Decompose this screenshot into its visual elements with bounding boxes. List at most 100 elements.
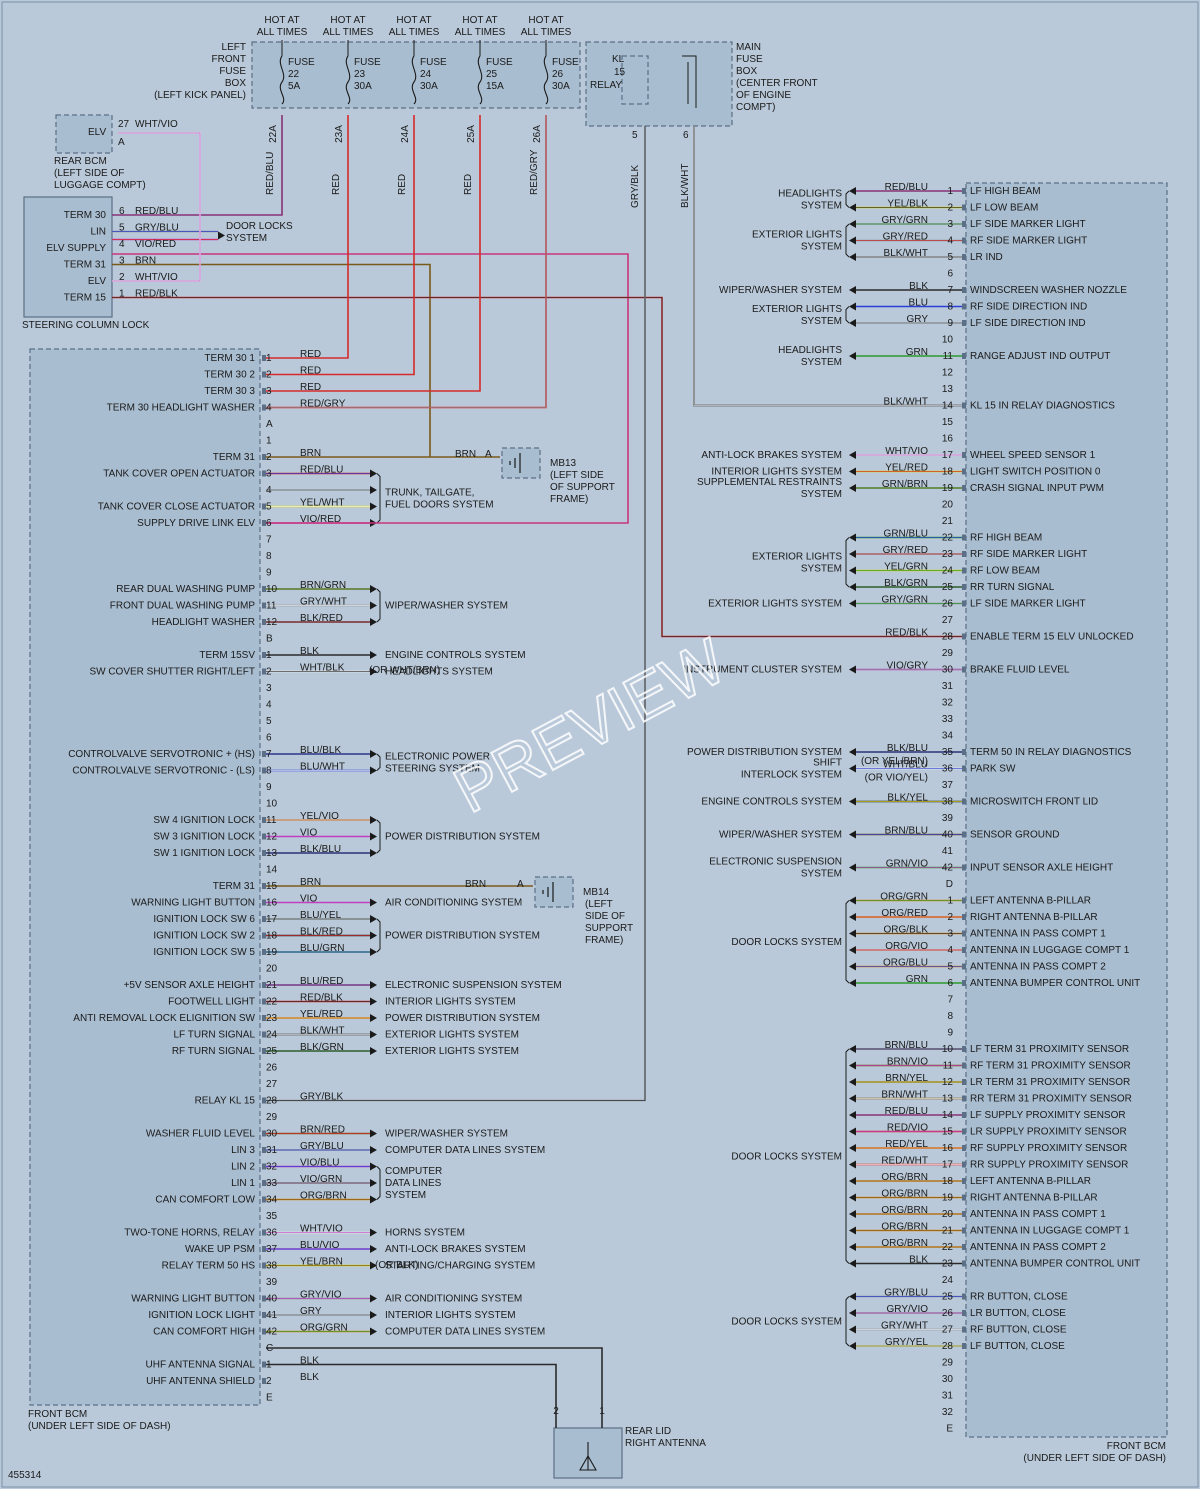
left-pin-number: 17: [266, 914, 278, 925]
left-pin-name: RF TURN SIGNAL: [172, 1046, 256, 1057]
left-system-label: COMPUTER: [385, 1166, 442, 1177]
right-pin-stub: [962, 897, 966, 904]
right-pin-stub: [962, 1194, 966, 1201]
left-wire-color: BRN: [300, 877, 321, 888]
right-wire-color: GRN/VIO: [886, 859, 928, 870]
left-pin-number: 15: [266, 881, 278, 892]
left-system-arrow: [370, 1030, 377, 1039]
left-system-arrow: [370, 948, 377, 956]
wires-layer: [112, 40, 966, 1471]
left-system-arrow: [370, 1245, 377, 1253]
right-pin-name: WHEEL SPEED SENSOR 1: [970, 450, 1096, 461]
right-wire-color: ORG/BRN: [881, 1172, 928, 1183]
left-pin-name: RELAY TERM 50 HS: [162, 1261, 256, 1272]
fuse-hot-label: ALL TIMES: [521, 27, 572, 38]
left-wire-color: VIO: [300, 828, 317, 839]
right-wire-color: BLK/GRN: [884, 578, 928, 589]
right-pin-number: 32: [942, 1407, 954, 1418]
right-pin-name: LR BUTTON, CLOSE: [970, 1308, 1066, 1319]
right-pin-name: LEFT ANTENNA B-PILLAR: [970, 1176, 1091, 1187]
left-pin-stub: [262, 1163, 266, 1170]
door-locks-arrow: [218, 231, 225, 240]
left-pin-name: SW 1 IGNITION LOCK: [153, 848, 255, 859]
fuse-rating-label: 26: [552, 69, 564, 80]
rear-bcm-label-3: LUGGAGE COMPT): [54, 180, 146, 191]
right-system-arrow: [849, 253, 856, 261]
right-system-arrow: [849, 1144, 856, 1152]
right-pin-stub: [962, 947, 966, 953]
right-system-arrow: [849, 1226, 856, 1235]
right-pin-number: 5: [947, 962, 953, 973]
left-system-bracket: [376, 819, 381, 854]
fuse-element: [279, 55, 285, 105]
right-pin-name: ANTENNA IN PASS COMPT 2: [970, 1242, 1106, 1253]
right-pin-number: 20: [942, 1209, 954, 1220]
right-pin-number: 19: [942, 1193, 954, 1204]
right-system-arrow: [849, 302, 856, 311]
ground-mb13-symbol: [509, 453, 521, 473]
right-wire-color: BLK: [909, 281, 928, 292]
left-pin-number: 9: [266, 782, 272, 793]
right-wire-color: GRN/BLU: [884, 529, 928, 540]
right-pin-number: 20: [942, 500, 954, 511]
right-pin-name: LIGHT SWITCH POSITION 0: [970, 467, 1101, 478]
right-pin-name: RF LOW BEAM: [970, 566, 1040, 577]
left-pin-name: FOOTWELL LIGHT: [168, 997, 255, 1008]
right-pin-stub: [962, 798, 966, 805]
left-pin-number: A: [266, 419, 273, 430]
right-wire-color: RED/YEL: [885, 1139, 928, 1150]
left-pin-name: TERM 15SV: [199, 650, 255, 661]
right-pin-number: 6: [947, 269, 953, 280]
right-wire-color: GRY/WHT: [881, 1321, 928, 1332]
left-pin-name: TERM 30 3: [204, 386, 255, 397]
right-system-label: ELECTRONIC SUSPENSION: [709, 857, 842, 868]
right-system-arrow: [849, 913, 856, 921]
right-wire-color: ORG/RED: [881, 908, 928, 919]
left-pin-name: IGNITION LOCK SW 2: [153, 931, 255, 942]
left-wire-color: GRY/VIO: [300, 1290, 342, 1301]
steering-lock-pin-number: 1: [119, 289, 125, 300]
right-pin-name: ANTENNA IN PASS COMPT 2: [970, 962, 1106, 973]
right-pin-stub: [962, 567, 966, 574]
right-pin-number: 24: [942, 566, 954, 577]
right-system-arrow: [849, 946, 856, 954]
right-system-label: SHIFT: [813, 758, 842, 769]
fuse-rating-label: 30A: [354, 81, 372, 92]
right-pin-number: 28: [942, 1341, 954, 1352]
right-pin-number: 31: [942, 681, 954, 692]
left-pin-stub: [262, 998, 266, 1005]
left-pin-stub: [262, 1361, 266, 1368]
right-wire-color: YEL/RED: [885, 463, 928, 474]
left-pin-stub: [262, 1378, 266, 1384]
mb14-loc-1: (LEFT: [585, 899, 613, 910]
right-pin-number: 2: [947, 912, 953, 923]
right-system-bracket: [845, 190, 850, 208]
left-pin-stub: [262, 388, 266, 394]
right-system-arrow: [849, 583, 856, 591]
left-pin-stub: [262, 1031, 266, 1038]
right-pin-number: 10: [942, 1044, 954, 1055]
right-wire-color: BRN/VIO: [887, 1057, 928, 1068]
left-pin-name: REAR DUAL WASHING PUMP: [116, 584, 255, 595]
right-pin-stub: [962, 188, 966, 194]
steering-lock-wire-color: RED/BLK: [135, 289, 178, 300]
left-system-label: DATA LINES: [385, 1178, 442, 1189]
main-fuse-box-label: OF ENGINE: [736, 90, 791, 101]
left-pin-number: 12: [266, 832, 278, 843]
right-pin-name: WINDSCREEN WASHER NOZZLE: [970, 285, 1127, 296]
right-system-bracket: [845, 537, 850, 588]
right-wire-alt: (OR YEL/BRN): [861, 756, 928, 767]
right-wire-alt: (OR VIO/YEL): [865, 773, 928, 784]
right-pin-name: RF SUPPLY PROXIMITY SENSOR: [970, 1143, 1127, 1154]
left-pin-stub: [262, 586, 266, 592]
left-pin-stub: [262, 767, 266, 774]
right-pin-number: 29: [942, 1358, 954, 1369]
left-pin-number: 23: [266, 1013, 278, 1024]
left-wire-color: VIO/BLU: [300, 1158, 339, 1169]
right-system-label: SYSTEM: [801, 563, 842, 574]
fuse-rating-label: FUSE: [288, 57, 315, 68]
left-wire-color: BRN: [300, 448, 321, 459]
left-pin-name: IGNITION LOCK SW 5: [153, 947, 255, 958]
right-pin-number: 26: [942, 1308, 954, 1319]
left-wire-color: WHT/BLK: [300, 663, 345, 674]
